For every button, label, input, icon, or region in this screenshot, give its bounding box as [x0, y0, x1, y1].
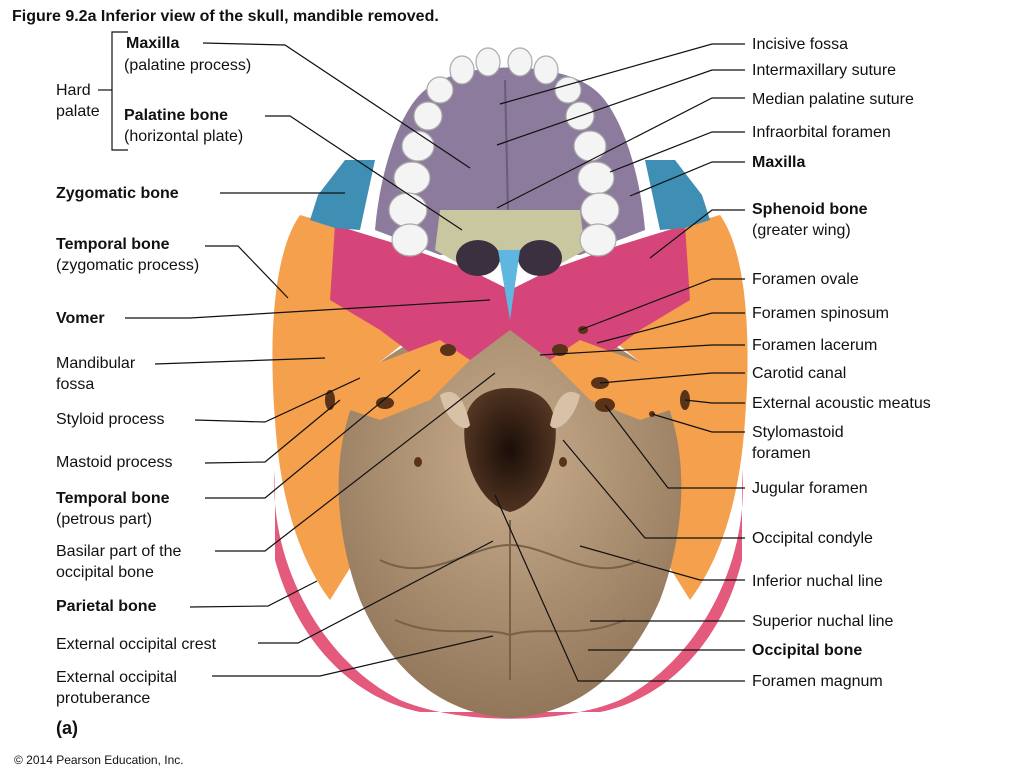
label-median-palatine-suture: Median palatine suture	[752, 91, 914, 108]
label-ext-occ-prot-2: protuberance	[56, 690, 151, 707]
label-infraorbital-foramen: Infraorbital foramen	[752, 124, 891, 141]
label-sphenoid-bone: Sphenoid bone	[752, 201, 868, 218]
label-superior-nuchal-line: Superior nuchal line	[752, 613, 894, 630]
label-foramen-magnum: Foramen magnum	[752, 673, 883, 690]
label-maxilla-right: Maxilla	[752, 154, 806, 171]
petrous-right	[550, 340, 670, 420]
foramen-magnum	[464, 388, 556, 512]
label-parietal-bone: Parietal bone	[56, 598, 157, 615]
label-occipital-bone: Occipital bone	[752, 642, 863, 659]
label-mastoid-process: Mastoid process	[56, 454, 173, 471]
label-temporal-zyg: Temporal bone	[56, 236, 170, 253]
label-foramen-spinosum: Foramen spinosum	[752, 305, 889, 322]
label-palatine-sub: (horizontal plate)	[124, 128, 244, 145]
label-palatine-bone: Palatine bone	[124, 107, 229, 124]
label-mandibular-fossa-1: Mandibular	[56, 355, 136, 372]
label-incisive-fossa: Incisive fossa	[752, 36, 849, 53]
occipital-bone	[338, 321, 682, 718]
copyright: © 2014 Pearson Education, Inc.	[14, 753, 184, 767]
label-basilar-1: Basilar part of the	[56, 543, 182, 560]
figure-title: Figure 9.2a Inferior view of the skull, …	[12, 8, 439, 25]
label-temporal-zyg-sub: (zygomatic process)	[56, 257, 200, 274]
zygomatic-right	[645, 160, 710, 230]
vomer-bone	[498, 250, 520, 320]
zygomatic-left	[310, 160, 375, 230]
label-stylomastoid-2: foramen	[752, 445, 811, 462]
label-stylomastoid-1: Stylomastoid	[752, 424, 844, 441]
label-mandibular-fossa-2: fossa	[56, 376, 95, 393]
label-foramen-lacerum: Foramen lacerum	[752, 337, 878, 354]
panel-label: (a)	[56, 718, 78, 738]
label-foramen-ovale: Foramen ovale	[752, 271, 859, 288]
label-hard-palate-2: palate	[56, 103, 100, 120]
label-ext-occ-crest: External occipital crest	[56, 636, 217, 653]
label-jugular-foramen: Jugular foramen	[752, 480, 868, 497]
label-vomer: Vomer	[56, 310, 105, 327]
label-temporal-pet: Temporal bone	[56, 490, 170, 507]
label-zygomatic-bone: Zygomatic bone	[56, 185, 179, 202]
label-styloid-process: Styloid process	[56, 411, 165, 428]
label-occipital-condyle: Occipital condyle	[752, 530, 873, 547]
label-basilar-2: occipital bone	[56, 564, 154, 581]
label-sphenoid-sub: (greater wing)	[752, 222, 851, 239]
label-ext-acoustic-meatus: External acoustic meatus	[752, 395, 931, 412]
label-hard-palate-1: Hard	[56, 82, 91, 99]
label-ext-occ-prot-1: External occipital	[56, 669, 177, 686]
label-temporal-pet-sub: (petrous part)	[56, 511, 153, 528]
label-intermaxillary-suture: Intermaxillary suture	[752, 62, 897, 79]
label-maxilla-left: Maxilla	[126, 35, 180, 52]
label-maxilla-left-sub: (palatine process)	[124, 57, 252, 74]
label-carotid-canal: Carotid canal	[752, 365, 847, 382]
teeth	[388, 47, 620, 257]
label-inferior-nuchal-line: Inferior nuchal line	[752, 573, 883, 590]
